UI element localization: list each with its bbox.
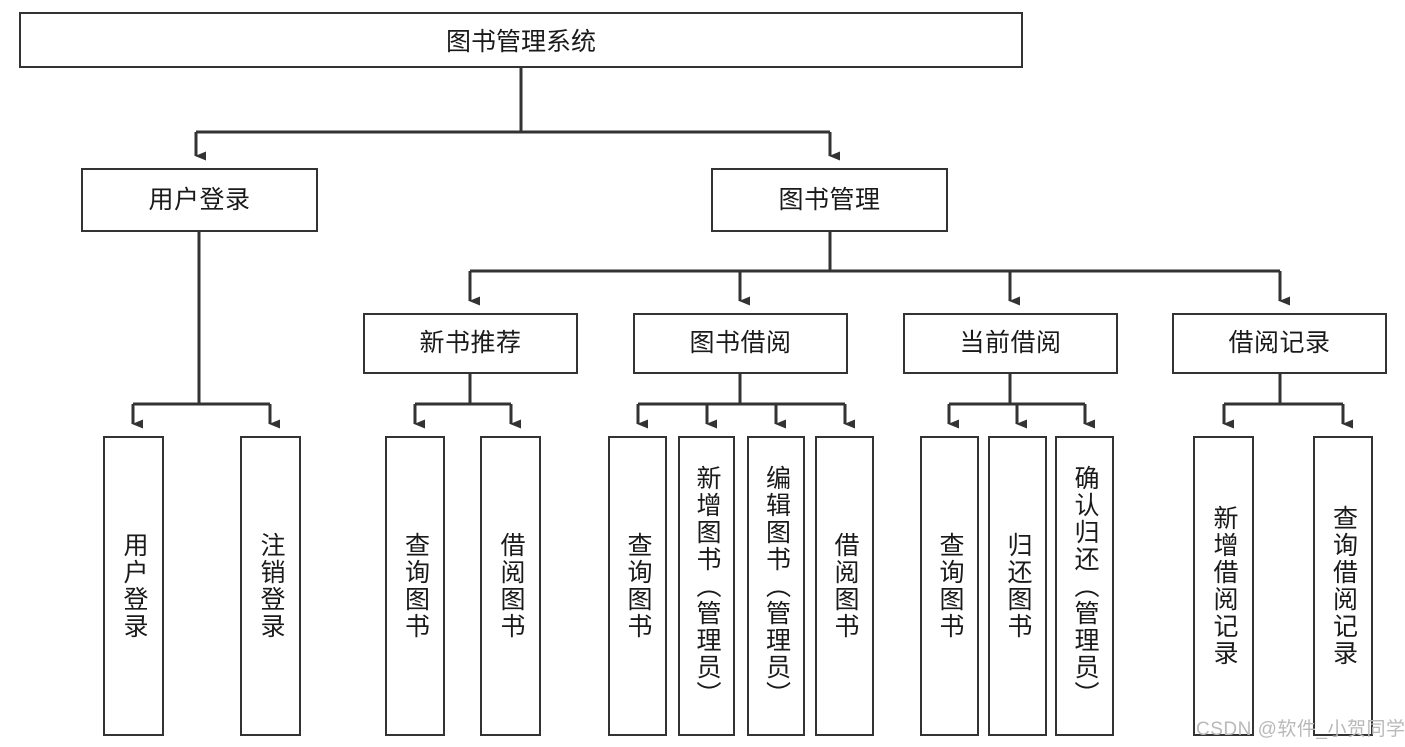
node-leaf-query-book-3[interactable]: 查询图书: [920, 436, 979, 736]
node-leaf-logout[interactable]: 注销登录: [240, 436, 301, 736]
node-book-manage-label: 图书管理: [778, 185, 881, 214]
node-leaf-user-login-label: 用户登录: [120, 532, 148, 640]
node-current-borrow[interactable]: 当前借阅: [903, 313, 1118, 374]
node-leaf-query-book-2[interactable]: 查询图书: [608, 436, 667, 736]
node-leaf-query-book-1[interactable]: 查询图书: [385, 436, 445, 736]
node-leaf-confirm-return[interactable]: 确认归还（管理员）: [1055, 436, 1114, 736]
node-leaf-user-login[interactable]: 用户登录: [103, 436, 164, 736]
node-book-borrow[interactable]: 图书借阅: [633, 313, 848, 374]
node-leaf-query-book-1-label: 查询图书: [401, 532, 430, 640]
node-leaf-borrow-book-2[interactable]: 借阅图书: [815, 436, 874, 736]
node-current-borrow-label: 当前借阅: [959, 329, 1062, 358]
node-leaf-borrow-book-1-label: 借阅图书: [497, 532, 525, 640]
node-leaf-query-book-2-label: 查询图书: [624, 532, 652, 640]
node-leaf-borrow-book-1[interactable]: 借阅图书: [480, 436, 541, 736]
node-leaf-add-book[interactable]: 新增图书（管理员）: [678, 436, 735, 736]
node-new-book-recommend[interactable]: 新书推荐: [363, 313, 578, 374]
node-book-manage[interactable]: 图书管理: [711, 168, 948, 232]
node-user-login-label: 用户登录: [148, 185, 251, 214]
node-leaf-edit-book-label: 编辑图书（管理员）: [762, 464, 791, 708]
node-leaf-edit-book[interactable]: 编辑图书（管理员）: [747, 436, 805, 736]
node-leaf-borrow-book-2-label: 借阅图书: [831, 532, 859, 640]
node-new-book-recommend-label: 新书推荐: [419, 329, 522, 358]
node-leaf-confirm-return-label: 确认归还（管理员）: [1071, 464, 1099, 708]
node-borrow-record-label: 借阅记录: [1228, 329, 1331, 358]
node-root-label: 图书管理系统: [445, 28, 596, 56]
node-leaf-return-book-label: 归还图书: [1004, 532, 1032, 640]
node-leaf-return-book[interactable]: 归还图书: [988, 436, 1047, 736]
node-book-borrow-label: 图书借阅: [689, 329, 792, 358]
node-borrow-record[interactable]: 借阅记录: [1172, 313, 1387, 374]
node-root[interactable]: 图书管理系统: [19, 12, 1023, 68]
node-leaf-logout-label: 注销登录: [257, 532, 285, 640]
node-leaf-add-record[interactable]: 新增借阅记录: [1193, 436, 1254, 736]
node-leaf-add-book-label: 新增图书（管理员）: [693, 464, 721, 708]
node-user-login[interactable]: 用户登录: [81, 168, 318, 232]
csdn-watermark: CSDN @软件_小贺同学: [1196, 719, 1405, 740]
node-leaf-query-record-label: 查询借阅记录: [1329, 505, 1358, 667]
node-leaf-add-record-label: 新增借阅记录: [1210, 505, 1238, 667]
node-leaf-query-book-3-label: 查询图书: [936, 532, 964, 640]
node-leaf-query-record[interactable]: 查询借阅记录: [1313, 436, 1373, 736]
